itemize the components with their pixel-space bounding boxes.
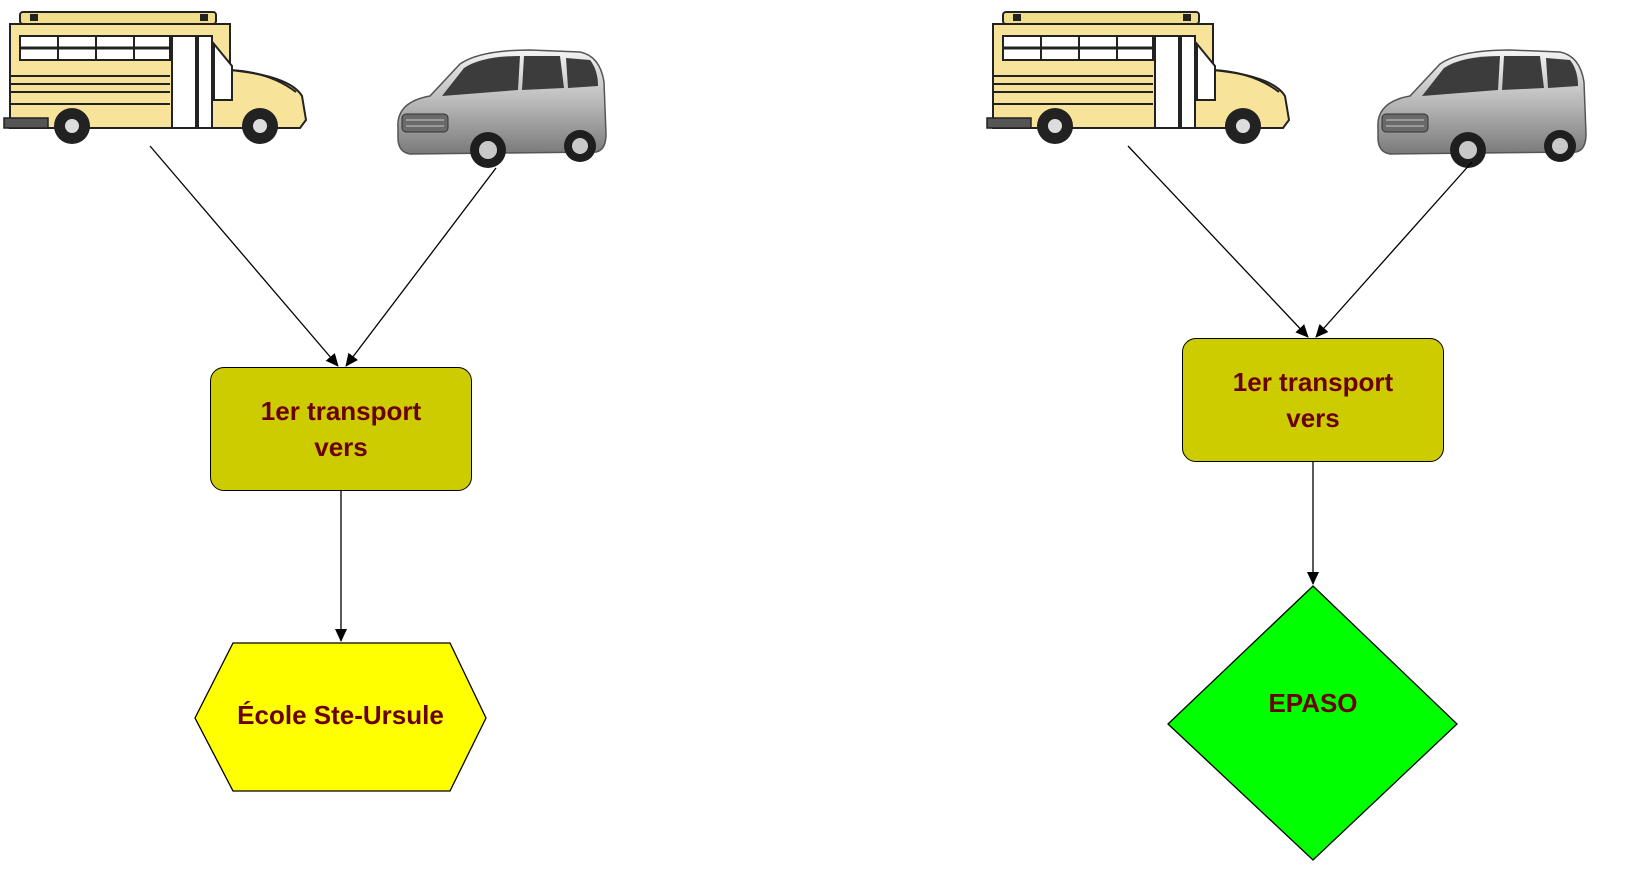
arrow-bus-to-box bbox=[149, 145, 339, 367]
destination-label-left: École Ste-Ursule bbox=[237, 700, 444, 730]
school-bus-icon bbox=[2, 10, 308, 146]
destination-label-right: EPASO bbox=[1268, 688, 1358, 718]
process-box-right: 1er transport vers bbox=[1182, 338, 1444, 462]
process-box-right-line1: 1er transport bbox=[1232, 367, 1394, 397]
arrow-bus-to-box-right bbox=[1127, 145, 1309, 338]
destination-diamond bbox=[1167, 585, 1458, 861]
process-box-left-line2: vers bbox=[314, 432, 368, 462]
minivan-icon bbox=[397, 49, 607, 169]
arrow-van-to-box-right bbox=[1315, 161, 1473, 338]
destination-hexagon bbox=[194, 642, 487, 792]
minivan-icon-right bbox=[1377, 49, 1587, 169]
arrow-van-to-box bbox=[345, 167, 497, 367]
process-box-left: 1er transport vers bbox=[210, 367, 472, 491]
process-box-right-line2: vers bbox=[1286, 403, 1340, 433]
process-box-left-line1: 1er transport bbox=[260, 396, 422, 426]
school-bus-icon-right bbox=[985, 10, 1291, 146]
